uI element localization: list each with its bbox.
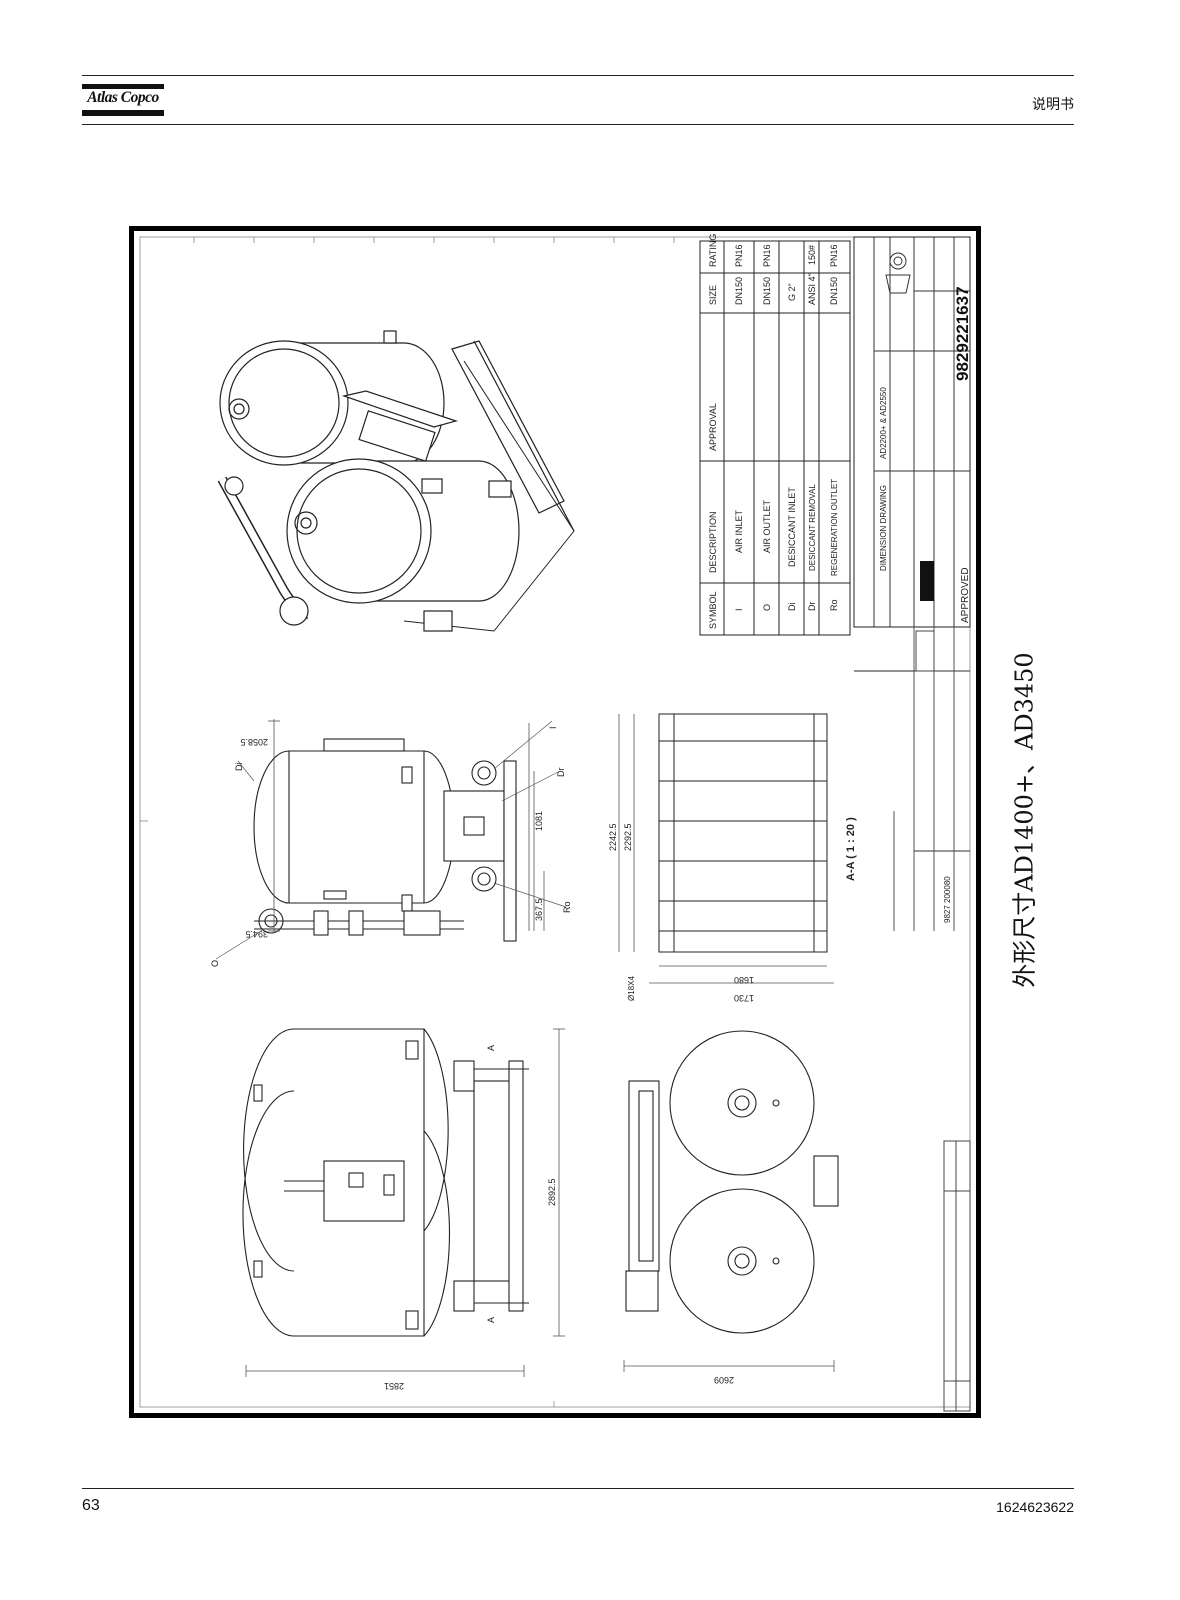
dim-section-h2: 2292.5 [623, 823, 633, 851]
connection-table: SYMBOL DESCRIPTION APPROVAL SIZE RATING … [699, 234, 851, 636]
atlas-copco-logo: Atlas Copco [82, 78, 164, 120]
section-aa-dimensions [618, 714, 834, 984]
dimension-drawing: SYMBOL DESCRIPTION APPROVAL SIZE RATING … [129, 226, 981, 1418]
section-mark-a-bottom: A [486, 1317, 496, 1323]
title-ref-number: 9827 200080 [943, 876, 952, 923]
front-view [242, 1028, 529, 1337]
row3-size: G 2" [787, 283, 797, 301]
page-number: 63 [82, 1497, 100, 1514]
section-label: A-A ( 1 : 20 ) [845, 817, 857, 881]
row5-size: DN150 [829, 277, 839, 305]
callout-leaders [215, 720, 567, 960]
dim-side-offset: 394.5 [245, 929, 268, 939]
dim-front-width: 2851 [384, 1381, 404, 1391]
callout-di: Di [234, 763, 244, 772]
dim-top-width: 2609 [714, 1375, 734, 1385]
table-header-description: DESCRIPTION [708, 511, 718, 573]
row3-symbol: Di [787, 603, 797, 612]
row4-rating: 150# [807, 245, 817, 265]
row4-size: ANSI 4" [807, 273, 817, 305]
row4-symbol: Dr [807, 602, 817, 612]
dim-hole-dia: Ø18X4 [627, 976, 636, 1001]
row1-size: DN150 [734, 277, 744, 305]
row2-description: AIR OUTLET [762, 499, 772, 553]
table-header-size: SIZE [708, 285, 718, 305]
section-mark-a-top: A [486, 1045, 496, 1051]
document-number: 1624623622 [996, 1499, 1074, 1515]
row1-rating: PN16 [734, 244, 744, 267]
row5-rating: PN16 [829, 244, 839, 267]
row2-rating: PN16 [762, 244, 772, 267]
isometric-view [217, 330, 575, 632]
dim-section-w1: 1680 [734, 975, 754, 985]
row2-size: DN150 [762, 277, 772, 305]
dim-side-top: 2058.5 [240, 737, 268, 747]
title-approved: APPROVED [960, 567, 971, 623]
title-drawing-title: DIMENSION DRAWING [879, 485, 888, 571]
table-header-approval: APPROVAL [708, 403, 718, 451]
side-view-dimensions [268, 719, 545, 933]
callout-o: O [210, 960, 220, 967]
callout-dr: Dr [556, 768, 566, 778]
dim-front-height: 2892.5 [547, 1178, 557, 1206]
footer-rule [82, 1488, 1074, 1489]
row3-description: DESICCANT INLET [787, 487, 797, 567]
table-header-rating: RATING [708, 234, 718, 267]
row5-symbol: Ro [829, 599, 839, 611]
front-view-dimensions [245, 1028, 565, 1377]
row1-symbol: I [734, 608, 744, 611]
drawing-svg: SYMBOL DESCRIPTION APPROVAL SIZE RATING … [139, 234, 972, 1412]
dim-section-w2: 1730 [734, 993, 754, 1003]
section-aa [658, 713, 828, 953]
row1-description: AIR INLET [734, 509, 744, 553]
dim-side-low: 367.5 [534, 898, 544, 921]
row2-symbol: O [762, 604, 772, 611]
row5-description: REGENERATION OUTLET [830, 479, 839, 576]
callout-i: I [548, 726, 558, 729]
dim-side-mid: 1081 [534, 811, 544, 831]
dim-section-h1: 2242.5 [608, 823, 618, 851]
title-models: AD2200+ & AD2550 [879, 387, 888, 459]
title-block: DIMENSION DRAWING AD2200+ & AD2550 APPRO… [853, 236, 972, 931]
callout-ro: Ro [562, 901, 572, 913]
top-view-dimensions [623, 1360, 835, 1372]
header-rule-top [82, 75, 1074, 76]
revision-block [943, 1140, 971, 1412]
header-rule-bottom [82, 124, 1074, 125]
header-title: 说明书 [1032, 97, 1074, 113]
row4-description: DESICCANT REMOVAL [808, 484, 817, 571]
table-header-symbol: SYMBOL [708, 591, 718, 629]
drawing-number: 9829221637 [953, 286, 972, 381]
top-view [625, 1030, 839, 1334]
side-view [253, 738, 517, 942]
